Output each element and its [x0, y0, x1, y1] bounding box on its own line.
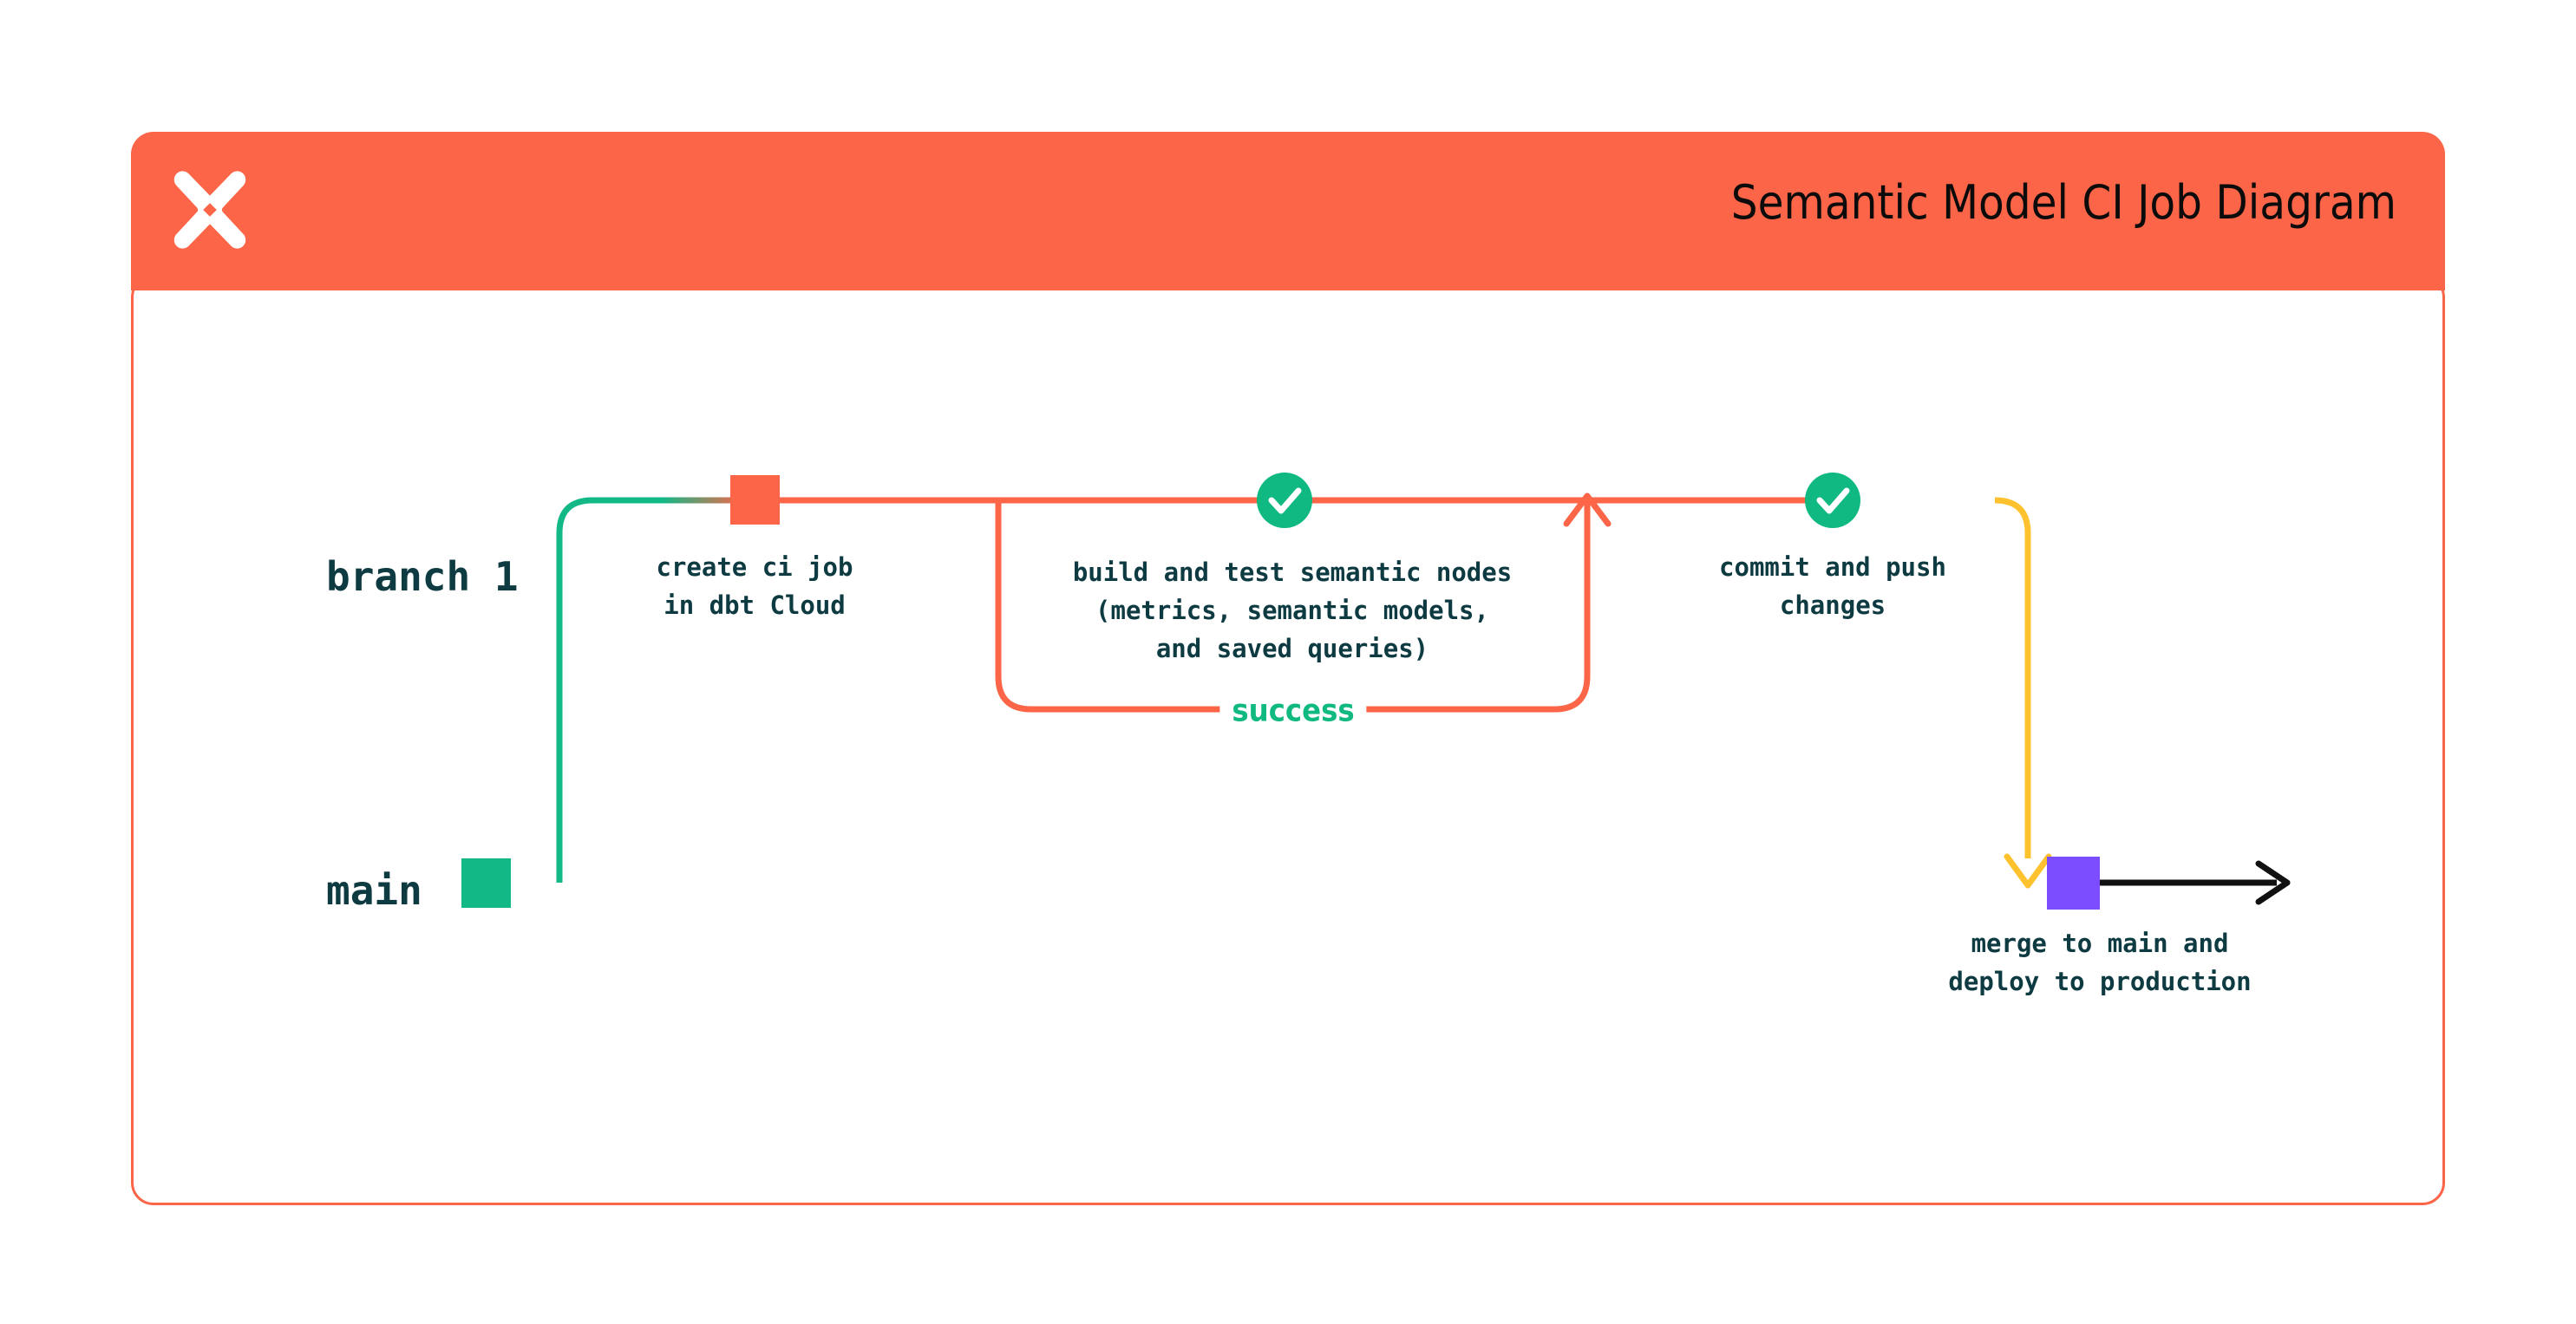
page-title: Semantic Model CI Job Diagram — [1730, 175, 2396, 230]
node-caption-create-ci-job: create ci job in dbt Cloud — [656, 552, 853, 620]
node-caption-merge-to-main: merge to main and deploy to production — [1948, 929, 2252, 996]
branch-label-branch-1: branch 1 — [326, 553, 519, 600]
node-caption-build-and-test: build and test semantic nodes (metrics, … — [1072, 558, 1513, 663]
branch-label-main: main — [326, 867, 422, 914]
edge-label-success: success — [1219, 693, 1367, 729]
card-body — [131, 275, 2445, 1205]
dbt-logo-icon — [173, 171, 246, 249]
card-header: Semantic Model CI Job Diagram — [131, 132, 2445, 290]
diagram-card: Semantic Model CI Job Diagram — [131, 132, 2445, 1205]
node-caption-commit-and-push: commit and push changes — [1719, 552, 1946, 620]
